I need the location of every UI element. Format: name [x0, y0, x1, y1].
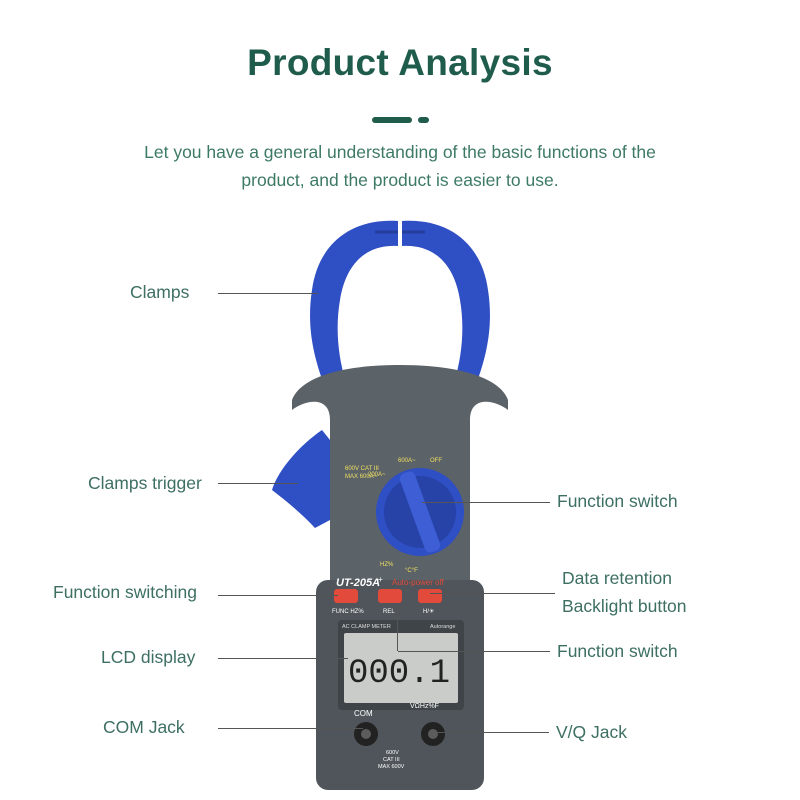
callout-com-jack: COM Jack [103, 717, 185, 737]
page-title: Product Analysis [247, 42, 553, 83]
page-subtitle: Let you have a general understanding of … [100, 138, 700, 194]
subtitle-line-1: Let you have a general understanding of … [144, 142, 656, 162]
jack-rating-2: CAT III [383, 757, 400, 763]
hold-button[interactable] [418, 589, 442, 603]
func-button-label: FUNC HZ% [332, 609, 364, 615]
lcd-display [344, 633, 458, 703]
callout-data-retention: Data retention [562, 568, 672, 588]
rel-button[interactable] [378, 589, 402, 603]
title-underline-short [418, 117, 429, 123]
autorange-label: Autorange [430, 624, 455, 630]
leader-lcd-display [218, 658, 348, 659]
lcd-reading: 000.1 [348, 655, 450, 693]
auto-power-off: Auto-power off [392, 578, 445, 587]
leader-function-switch-dial [422, 502, 550, 503]
callout-function-switch-rel: Function switch [557, 641, 678, 661]
leader-clamps-trigger [218, 483, 298, 484]
leader-function-switch-rel-vertical [397, 606, 398, 651]
rating-line-1: 600V CAT III [345, 466, 379, 472]
leader-function-switch-rel [398, 651, 550, 652]
callout-lcd-display: LCD display [101, 647, 196, 667]
dial-600a: 600A~ [398, 458, 416, 464]
callout-function-switching: Function switching [53, 582, 197, 602]
jack-rating-3: MAX 600V [378, 764, 405, 770]
leader-clamps [218, 293, 318, 294]
subtitle-line-2: product, and the product is easier to us… [241, 170, 559, 190]
callout-vq-jack: V/Q Jack [556, 722, 627, 742]
leader-function-switching [218, 595, 338, 596]
rating-line-2: MAX 600A~ [345, 474, 378, 480]
dial-temp: °C°F [405, 568, 418, 574]
callout-clamps-trigger: Clamps trigger [88, 473, 202, 493]
leader-data-retention [430, 593, 555, 594]
jack-rating-1: 600V [386, 750, 399, 756]
rel-button-label: REL [383, 609, 395, 615]
clamp-jaws [310, 220, 398, 400]
com-label: COM [354, 709, 373, 718]
clamp-jaws-right [402, 220, 490, 400]
callout-backlight-button: Backlight button [562, 596, 687, 616]
clamps-trigger [272, 430, 330, 528]
v-jack-label: VΩHz%F [410, 703, 439, 710]
dial-off: OFF [430, 458, 442, 464]
model-name: UT-205A [336, 577, 380, 589]
leader-com-jack [218, 728, 363, 729]
meter-label: AC CLAMP METER [342, 624, 391, 630]
func-button[interactable] [334, 589, 358, 603]
leader-vq-jack [436, 732, 549, 733]
model-suffix: + [378, 575, 383, 584]
dial-hz: HZ% [380, 562, 394, 568]
hold-button-label: H/☀ [423, 608, 434, 615]
callout-function-switch-dial: Function switch [557, 491, 678, 511]
dial-200a: 200A~ [368, 472, 386, 478]
callout-clamps: Clamps [130, 282, 190, 302]
title-underline-long [372, 117, 412, 123]
